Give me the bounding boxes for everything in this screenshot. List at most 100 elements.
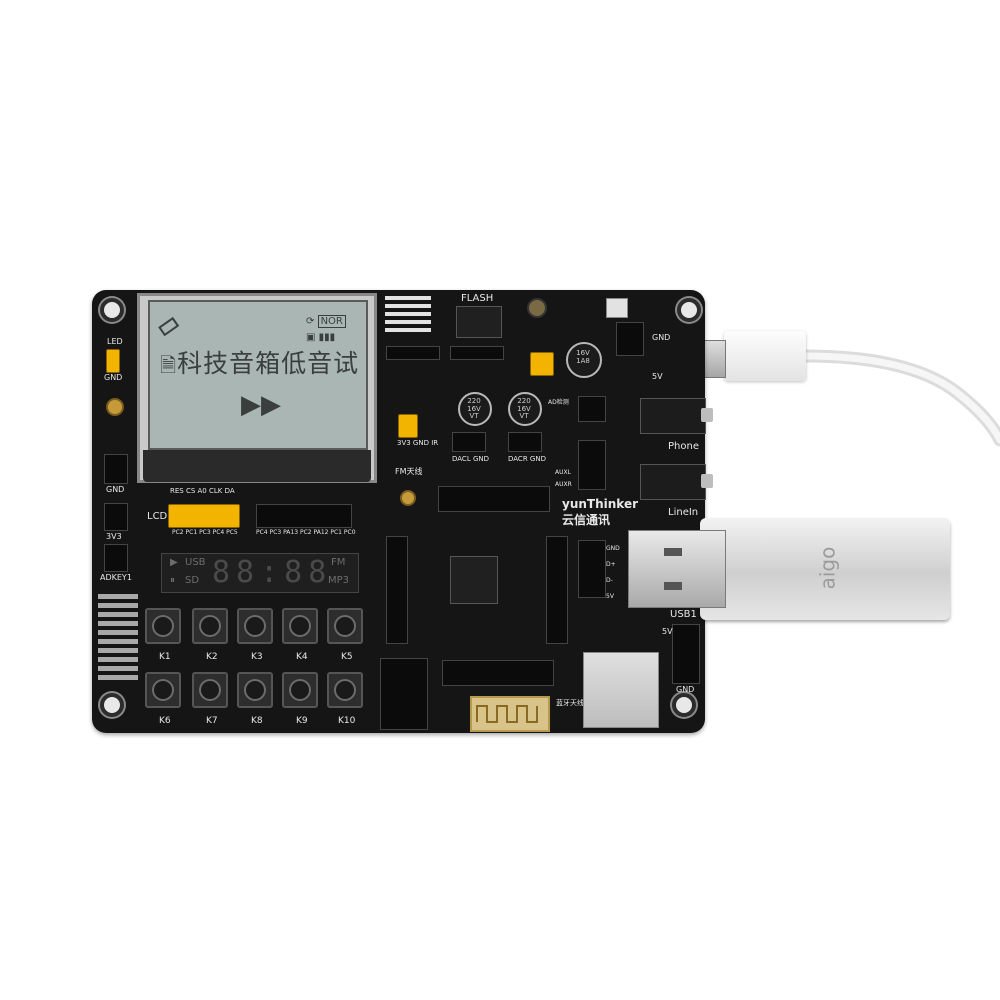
button-k6[interactable] <box>145 672 181 708</box>
seg-pause-icon: ⏸ <box>170 575 175 586</box>
microphone-icon <box>527 298 547 318</box>
capacitor-2-label: 220 16V VT <box>517 397 531 421</box>
usb-right-header <box>672 624 700 684</box>
usb1-label: USB1 <box>670 609 697 620</box>
ad-detect-header <box>578 396 606 422</box>
usb-pin-5v: 5V <box>606 593 614 600</box>
button-k2-label: K2 <box>206 652 218 662</box>
led-indicators <box>385 296 431 332</box>
button-k2[interactable] <box>192 608 228 644</box>
phone-label: Phone <box>668 441 699 452</box>
lcd-label: LCD <box>147 511 168 522</box>
adkey-label: ADKEY1 <box>100 573 132 582</box>
bt-antenna-label: 蓝牙天线 <box>556 699 584 707</box>
led-label: LED <box>107 337 123 346</box>
mcu-top-header <box>438 486 550 512</box>
power-header <box>616 322 644 356</box>
mic-jumper[interactable] <box>530 352 554 376</box>
button-k9-label: K9 <box>296 716 308 726</box>
pin-header-top-b <box>450 346 504 360</box>
capacitor-3 <box>566 342 602 378</box>
button-k1-label: K1 <box>159 652 171 662</box>
button-k10-label: K10 <box>338 716 356 726</box>
gnd-label-led: GND <box>104 373 123 382</box>
v5-label-right: 5V <box>662 627 673 636</box>
lcd-jumper-block[interactable] <box>168 504 240 528</box>
file-icon: 🗎 <box>160 353 178 377</box>
flash-drive-logo: aigo <box>815 546 840 590</box>
sd-card-slot[interactable] <box>583 652 659 728</box>
mount-hole-bottom-left <box>100 693 124 717</box>
button-k5-label: K5 <box>341 652 353 662</box>
lcd-nor-label: NOR <box>317 315 346 328</box>
fm-antenna-label: FM天线 <box>395 467 423 476</box>
capacitor-2 <box>508 392 542 426</box>
aux-right-label: AUXR <box>555 481 572 488</box>
left-header-3v3 <box>104 503 128 531</box>
left-header-adkey <box>104 544 128 572</box>
lcd-chinese-text: 科技音箱低音试 <box>177 349 360 378</box>
button-k6-label: K6 <box>159 716 171 726</box>
v5-label-top: 5V <box>652 372 663 381</box>
button-k4-label: K4 <box>296 652 308 662</box>
led-jumper[interactable] <box>106 349 120 373</box>
ir-jumper[interactable] <box>398 414 418 438</box>
dac-right-label: DACR GND <box>508 455 546 463</box>
aux-header <box>578 440 606 490</box>
seg-digits: 88:88 <box>212 555 333 590</box>
ad-detect-label: AD检测 <box>548 399 569 406</box>
seg-usb-label: USB <box>185 557 206 568</box>
usb-connector-slot-bottom <box>664 582 682 590</box>
lcd-pin-labels: PC2 PC1 PC3 PC4 PC5 <box>172 529 238 536</box>
button-k1[interactable] <box>145 608 181 644</box>
button-k7-label: K7 <box>206 716 218 726</box>
seg-play-icon: ▶ <box>170 557 178 568</box>
ir-row-label: 3V3 GND IR <box>397 439 439 447</box>
fast-forward-icon: ▶▶ <box>241 390 281 420</box>
seg-mp3-label: MP3 <box>328 575 350 586</box>
gnd-label-top: GND <box>652 333 671 342</box>
button-k8[interactable] <box>237 672 273 708</box>
flash-chip <box>456 306 502 338</box>
bottom-left-header <box>380 658 428 730</box>
button-k9[interactable] <box>282 672 318 708</box>
gnd-label-right: GND <box>676 685 695 694</box>
linein-label: LineIn <box>668 507 699 518</box>
lcd-top-pin-labels: RES CS A0 CLK DA <box>170 487 235 495</box>
gold-pad-icon <box>106 398 124 416</box>
capacitor-1 <box>458 392 492 426</box>
seg-fm-label: FM <box>331 557 346 568</box>
lcd-status-icons: ⟳ NOR <box>306 315 346 328</box>
button-k10[interactable] <box>327 672 363 708</box>
brand-label: yunThinker <box>562 497 639 511</box>
usb-a-connector[interactable] <box>628 530 726 608</box>
brand-cn-label: 云信通讯 <box>562 513 611 527</box>
button-k3[interactable] <box>237 608 273 644</box>
signal-bars-icon: ▮▮▮ <box>318 332 336 343</box>
lcd-screen <box>148 300 368 450</box>
bottom-center-header <box>442 660 554 686</box>
mount-hole-top-right <box>677 298 701 322</box>
fm-antenna-pad-icon <box>400 490 416 506</box>
linein-jack[interactable] <box>640 464 713 500</box>
button-k4[interactable] <box>282 608 318 644</box>
phone-jack[interactable] <box>640 398 713 434</box>
dac-left-header <box>452 432 486 452</box>
mount-hole-bottom-right <box>672 693 696 717</box>
pin-header-lcd-right <box>256 504 352 528</box>
pin-header-top-a <box>386 346 440 360</box>
mcu-left-header <box>386 536 408 644</box>
v33-label-left: 3V3 <box>106 532 122 541</box>
aux-left-label: AUXL <box>555 469 571 476</box>
mount-hole-top-left <box>100 298 124 322</box>
gnd-label-left: GND <box>106 485 125 494</box>
button-k5[interactable] <box>327 608 363 644</box>
switch-icon <box>606 298 628 318</box>
gpio-header-right <box>578 540 606 598</box>
usb-stick-icon <box>158 316 180 337</box>
seg-sd-label: SD <box>185 575 200 586</box>
button-k3-label: K3 <box>251 652 263 662</box>
left-header-gnd <box>104 454 128 484</box>
button-k7[interactable] <box>192 672 228 708</box>
